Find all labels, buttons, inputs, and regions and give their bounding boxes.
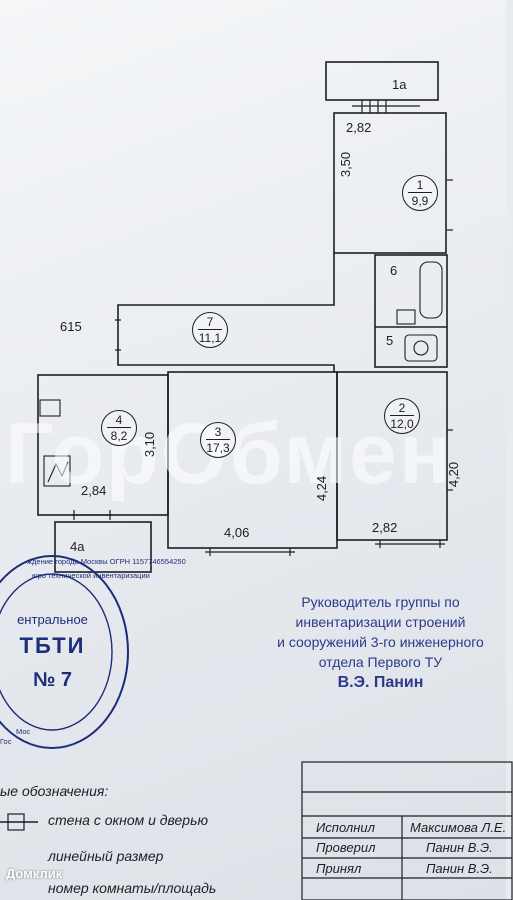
dimension-label: 2,82 bbox=[346, 120, 372, 135]
signature-table bbox=[301, 761, 513, 900]
dimension-label: 4,24 bbox=[314, 475, 330, 502]
approval-line: Руководитель группы по bbox=[301, 594, 460, 610]
approval-line: отдела Первого ТУ bbox=[318, 654, 443, 670]
room-1a-label: 1а bbox=[392, 77, 407, 92]
legend-item: линейный размер bbox=[48, 848, 164, 864]
stamp-ring-text: юро технической инвентаризации bbox=[32, 571, 150, 580]
room-1-marker: 1 9,9 bbox=[402, 175, 438, 211]
approval-block: Руководитель группы по инвентаризации ст… bbox=[248, 592, 513, 692]
room-6-label: 6 bbox=[390, 263, 398, 278]
stove-icon bbox=[43, 455, 71, 487]
stamp-center: ентральное ТБТИ № 7 bbox=[0, 612, 105, 692]
signature-role: Проверил bbox=[316, 840, 376, 855]
bathroom-block-walls bbox=[374, 254, 448, 368]
room-1-walls bbox=[333, 112, 447, 254]
stamp-line: ентральное bbox=[17, 612, 88, 627]
brand-logo: Домклик bbox=[6, 866, 63, 881]
signature-role: Принял bbox=[316, 861, 362, 876]
dimension-label: 2,84 bbox=[81, 483, 107, 498]
dimension-label: 3,10 bbox=[142, 431, 158, 458]
room-3-marker: 3 17,3 bbox=[200, 422, 236, 458]
dimension-label: 3,50 bbox=[338, 151, 354, 178]
dimension-label: 4,20 bbox=[446, 461, 462, 488]
signature-name: Максимова Л.Е. bbox=[410, 820, 507, 835]
dimension-label: 2,82 bbox=[372, 520, 398, 535]
legend-item: номер комнаты/площадь bbox=[48, 880, 217, 896]
balcony-1a-outline bbox=[325, 61, 439, 101]
wall-window-door-legend-icon bbox=[0, 813, 38, 831]
approval-line: и сооружений 3-го инженерного bbox=[277, 634, 484, 650]
room-4-marker: 4 8,2 bbox=[101, 410, 137, 446]
approval-line: инвентаризации строений bbox=[295, 614, 466, 630]
legend-item: стена с окном и дверью bbox=[48, 812, 208, 828]
room-2-marker: 2 12,0 bbox=[384, 398, 420, 434]
dimension-label: 615 bbox=[60, 319, 82, 334]
stamp-ring-text: Гос bbox=[0, 737, 12, 746]
signature-role: Исполнил bbox=[316, 820, 375, 835]
room-7-marker: 7 11,1 bbox=[192, 312, 228, 348]
corridor-7-walls bbox=[117, 253, 335, 372]
kitchen-sink-icon bbox=[39, 399, 61, 417]
stamp-line: ТБТИ bbox=[19, 633, 86, 658]
legend-title: ые обозначения: bbox=[0, 783, 109, 799]
stamp-ring-text: Мос bbox=[16, 727, 31, 736]
toilet-icon bbox=[404, 334, 438, 362]
room-4a-label: 4а bbox=[70, 539, 85, 554]
signature-name: Панин В.Э. bbox=[426, 840, 493, 855]
sink-icon bbox=[396, 309, 416, 325]
dimension-label: 4,06 bbox=[224, 525, 250, 540]
stamp-ring-text: ждение города Москвы ОГРН 1157746554250 bbox=[27, 557, 186, 566]
signature-name: Панин В.Э. bbox=[426, 861, 493, 876]
official-stamp: ждение города Москвы ОГРН 1157746554250 … bbox=[0, 555, 186, 749]
approver-name: В.Э. Панин bbox=[337, 674, 424, 691]
room-5-label: 5 bbox=[386, 333, 394, 348]
bathtub-icon bbox=[419, 261, 443, 319]
stamp-line: № 7 bbox=[33, 669, 72, 691]
